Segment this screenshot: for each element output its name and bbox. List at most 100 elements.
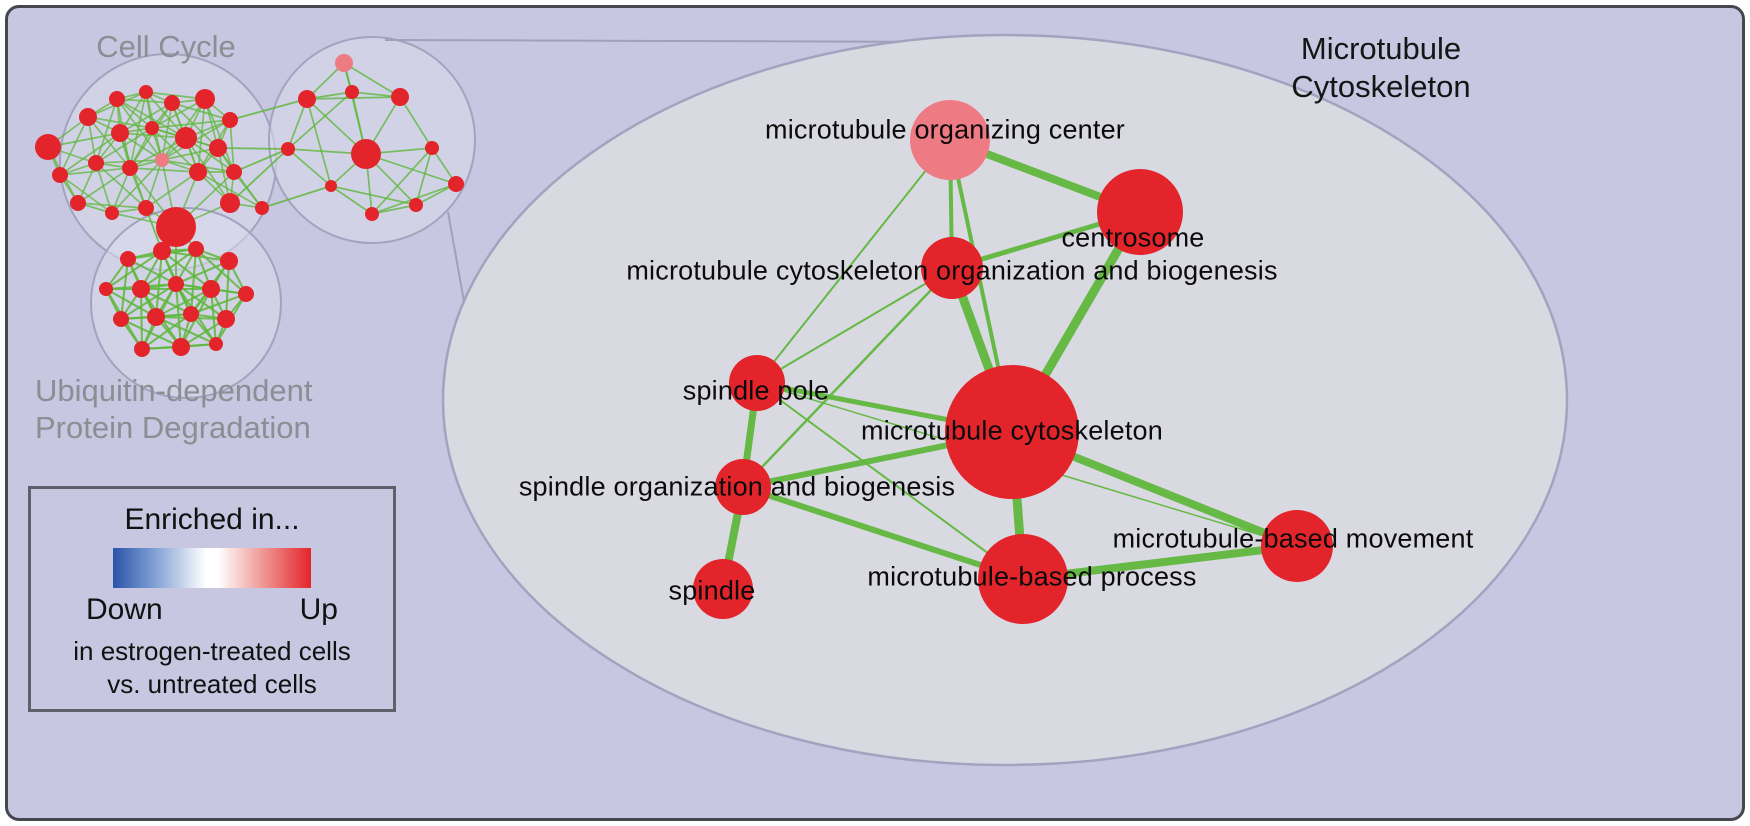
- minimap-node: [109, 91, 125, 107]
- network-node-sob: [715, 459, 771, 515]
- minimap-node: [409, 198, 423, 212]
- minimap-node: [156, 207, 196, 247]
- minimap-node: [448, 176, 464, 192]
- minimap-node: [52, 167, 68, 183]
- network-edge-mbp-mbm: [1022, 542, 1298, 583]
- minimap-node: [79, 108, 97, 126]
- minimap-edge: [233, 148, 289, 173]
- minimap-edge: [111, 159, 163, 214]
- minimap-node: [425, 141, 439, 155]
- minimap-edge: [151, 98, 206, 129]
- minimap-edge: [59, 116, 89, 176]
- ubiquitin-label-line2: Protein Degradation: [35, 410, 311, 445]
- ubiquitin-label-line1: Ubiquitin-dependent: [35, 373, 313, 408]
- minimap-edge: [87, 116, 153, 129]
- minimap-edge: [330, 185, 373, 215]
- legend-up-label: Up: [299, 593, 338, 626]
- minimap-node: [345, 85, 359, 99]
- network-edge-mcob-sob: [742, 267, 953, 488]
- minimap-edge: [140, 248, 197, 290]
- minimap-edge: [217, 147, 289, 150]
- minimap-node: [209, 139, 227, 157]
- minimap-edge: [229, 148, 289, 204]
- minimap-node: [391, 88, 409, 106]
- minimap-edge: [87, 116, 131, 169]
- minimap-node: [195, 89, 215, 109]
- minimap-edge: [120, 283, 177, 320]
- minimap-node: [351, 139, 381, 169]
- minimap-node: [138, 200, 154, 216]
- network-edge-sp-mbp: [756, 382, 1024, 580]
- network-node-mbp: [978, 534, 1068, 624]
- cluster-title-ubiquitin: Ubiquitin-dependent Protein Degradation: [35, 372, 313, 446]
- minimap-edge: [127, 258, 177, 285]
- minimap-node: [220, 193, 240, 213]
- minimap-node: [175, 127, 197, 149]
- minimap-node: [99, 282, 113, 296]
- minimap-edge: [365, 153, 457, 185]
- minimap-node: [255, 201, 269, 215]
- minimap-edge: [189, 248, 198, 315]
- network-node-sp: [729, 355, 785, 411]
- minimap-edge: [145, 159, 163, 209]
- minimap-edge: [77, 167, 131, 204]
- minimap-node: [365, 207, 379, 221]
- minimap-node: [202, 280, 220, 298]
- minimap-node: [217, 310, 235, 328]
- minimap-edge: [119, 102, 173, 134]
- minimap-node: [132, 280, 150, 298]
- minimap-edge: [343, 62, 401, 98]
- minimap-edge: [175, 260, 230, 285]
- minimap-edge: [306, 98, 332, 187]
- minimap-edge: [330, 185, 417, 206]
- network-edge-oc-sp: [756, 139, 951, 384]
- minimap-edge: [197, 171, 263, 209]
- minimap-edge: [120, 318, 182, 348]
- minimap-node: [88, 155, 104, 171]
- minimap-edge: [59, 174, 113, 214]
- minimap-edge: [119, 132, 187, 139]
- network-edge-mcob-sp: [756, 267, 953, 384]
- legend-title: Enriched in...: [124, 503, 300, 536]
- minimap-edge: [190, 293, 247, 315]
- minimap-edge: [399, 96, 433, 149]
- minimap-node: [120, 251, 136, 267]
- legend-box: Enriched in... Down Up in estrogen-treat…: [28, 486, 396, 712]
- legend-caption-line1: in estrogen-treated cells: [73, 636, 351, 666]
- minimap-node: [147, 308, 165, 326]
- network-node-mbm: [1261, 510, 1333, 582]
- minimap-node: [111, 124, 129, 142]
- network-node-spn: [693, 559, 753, 619]
- legend-caption-line2: vs. untreated cells: [107, 669, 317, 699]
- minimap-edge: [105, 250, 163, 290]
- network-edge-sob-mbp: [742, 484, 1024, 582]
- cluster-title-cell-cycle: Cell Cycle: [96, 29, 236, 65]
- minimap-node: [222, 112, 238, 128]
- minimap-edge: [185, 137, 231, 204]
- minimap-node: [325, 180, 337, 192]
- minimap-edge: [161, 250, 212, 290]
- minimap-node: [168, 276, 184, 292]
- minimap-edge: [224, 260, 231, 320]
- minimap-node: [35, 134, 61, 160]
- cell-cycle-label: Cell Cycle: [96, 29, 236, 64]
- minimap-node: [189, 163, 207, 181]
- legend-down-label: Down: [86, 593, 163, 626]
- minimap-node: [281, 142, 295, 156]
- minimap-edge: [287, 148, 332, 187]
- network-node-mcob: [921, 237, 983, 299]
- enrichment-color-scale: [113, 548, 311, 588]
- minimap-edge: [171, 102, 231, 121]
- legend-caption: in estrogen-treated cells vs. untreated …: [73, 635, 350, 701]
- zoom-callout-line: [384, 39, 966, 43]
- minimap-edge: [155, 288, 212, 318]
- network-node-cen: [1097, 169, 1183, 255]
- minimap-edge: [59, 167, 131, 176]
- minimap-edge: [229, 119, 235, 173]
- minimap-node: [220, 252, 238, 270]
- minimap-node: [188, 241, 204, 257]
- minimap-edge: [371, 147, 433, 215]
- network-node-oc: [910, 100, 990, 180]
- minimap-node: [122, 160, 138, 176]
